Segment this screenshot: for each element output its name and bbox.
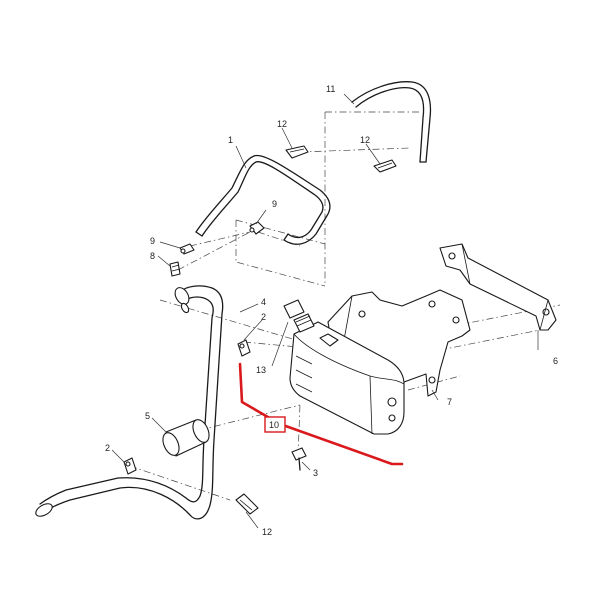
part-9-clamp-left [179,243,195,255]
part-3-bolt [291,447,307,471]
part-4-lower-hose [35,285,224,520]
part-11-upper-hose [351,81,432,163]
callouts: 1 12 12 11 9 9 8 4 2 5 2 13 3 7 6 12 10 [105,84,558,537]
part-8-fitting [169,261,181,277]
callout-13: 13 [256,365,266,375]
leader-lines [111,93,539,529]
callout-4: 4 [261,297,266,307]
callout-2-upper: 2 [261,312,266,322]
callout-3: 3 [313,468,318,478]
callout-2-lower: 2 [105,443,110,453]
part-2-clamp-lower [123,457,137,475]
part-5-coupler [162,419,210,457]
callout-12-lower: 12 [262,527,272,537]
callout-7: 7 [447,397,452,407]
callout-1: 1 [228,135,233,145]
svg-text:10: 10 [269,420,279,430]
part-13-cap [283,299,315,333]
part-12-clip-upper-left [285,145,309,159]
part-12-clip-lower [235,493,259,515]
part-12-clip-upper-right [373,159,397,173]
callout-12-upper-left: 12 [277,119,287,129]
part-2-clamp-upper [237,339,251,357]
callout-11: 11 [326,84,335,94]
part-9-clamp-upper [249,221,265,235]
part-7-bracket [327,289,471,397]
callout-12-upper-right: 12 [360,135,370,145]
callout-10-highlighted: 10 [264,416,286,433]
part-6-mounting-plate [439,243,557,331]
part-10-coolant-tank [289,321,405,435]
callout-5: 5 [145,411,150,421]
callout-6: 6 [553,356,558,366]
callout-9-left: 9 [150,236,155,246]
callout-8: 8 [150,251,155,261]
callout-9-upper: 9 [272,199,277,209]
part-1-bent-tube [195,154,331,245]
